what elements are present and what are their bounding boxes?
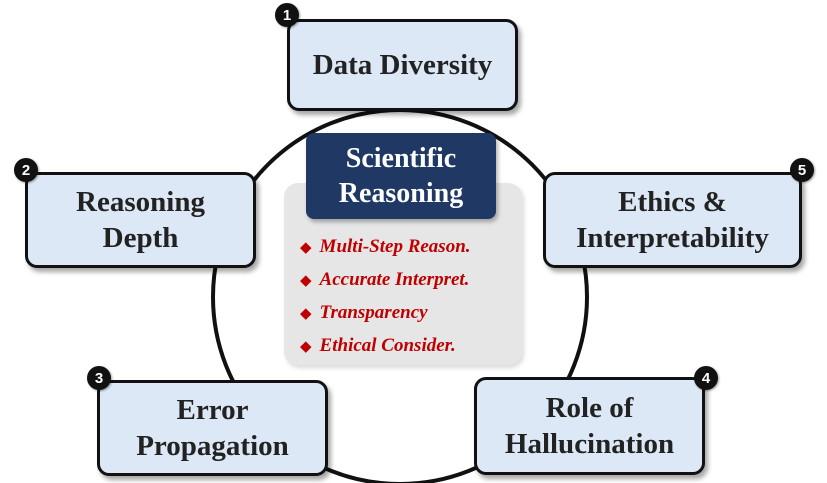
- number-badge-5: 5: [790, 158, 814, 182]
- diamond-icon: ◆: [300, 240, 312, 256]
- bullet-text: Ethical Consider.: [319, 335, 456, 356]
- bullet-item: ◆ Ethical Consider.: [300, 330, 471, 363]
- box-data-diversity: Data Diversity: [287, 19, 518, 111]
- number-badge-2: 2: [14, 158, 38, 182]
- box-label: Error Propagation: [136, 394, 289, 462]
- diamond-icon: ◆: [300, 339, 312, 355]
- box-role-of-hallucination: Role of Hallucination: [474, 377, 705, 475]
- center-title: Scientific Reasoning: [306, 133, 496, 219]
- box-label: Ethics & Interpretability: [576, 186, 769, 254]
- box-label: Data Diversity: [312, 49, 493, 81]
- bullet-text: Accurate Interpret.: [319, 269, 470, 290]
- box-label: Role of Hallucination: [504, 392, 675, 460]
- bullet-item: ◆ Accurate Interpret.: [300, 264, 471, 297]
- number-badge-1: 1: [275, 3, 299, 27]
- box-reasoning-depth: Reasoning Depth: [25, 172, 256, 268]
- bullet-item: ◆ Multi-Step Reason.: [300, 231, 471, 264]
- box-label: Reasoning Depth: [76, 186, 205, 254]
- number-badge-3: 3: [87, 366, 111, 390]
- box-ethics-interpretability: Ethics & Interpretability: [543, 172, 802, 268]
- diamond-icon: ◆: [300, 273, 312, 289]
- bullet-list: ◆ Multi-Step Reason. ◆ Accurate Interpret.…: [300, 231, 471, 363]
- bullet-text: Multi-Step Reason.: [319, 236, 471, 257]
- bullet-text: Transparency: [319, 302, 428, 323]
- bullet-item: ◆ Transparency: [300, 297, 471, 330]
- box-error-propagation: Error Propagation: [97, 380, 328, 476]
- number-badge-4: 4: [694, 366, 718, 390]
- diamond-icon: ◆: [300, 306, 312, 322]
